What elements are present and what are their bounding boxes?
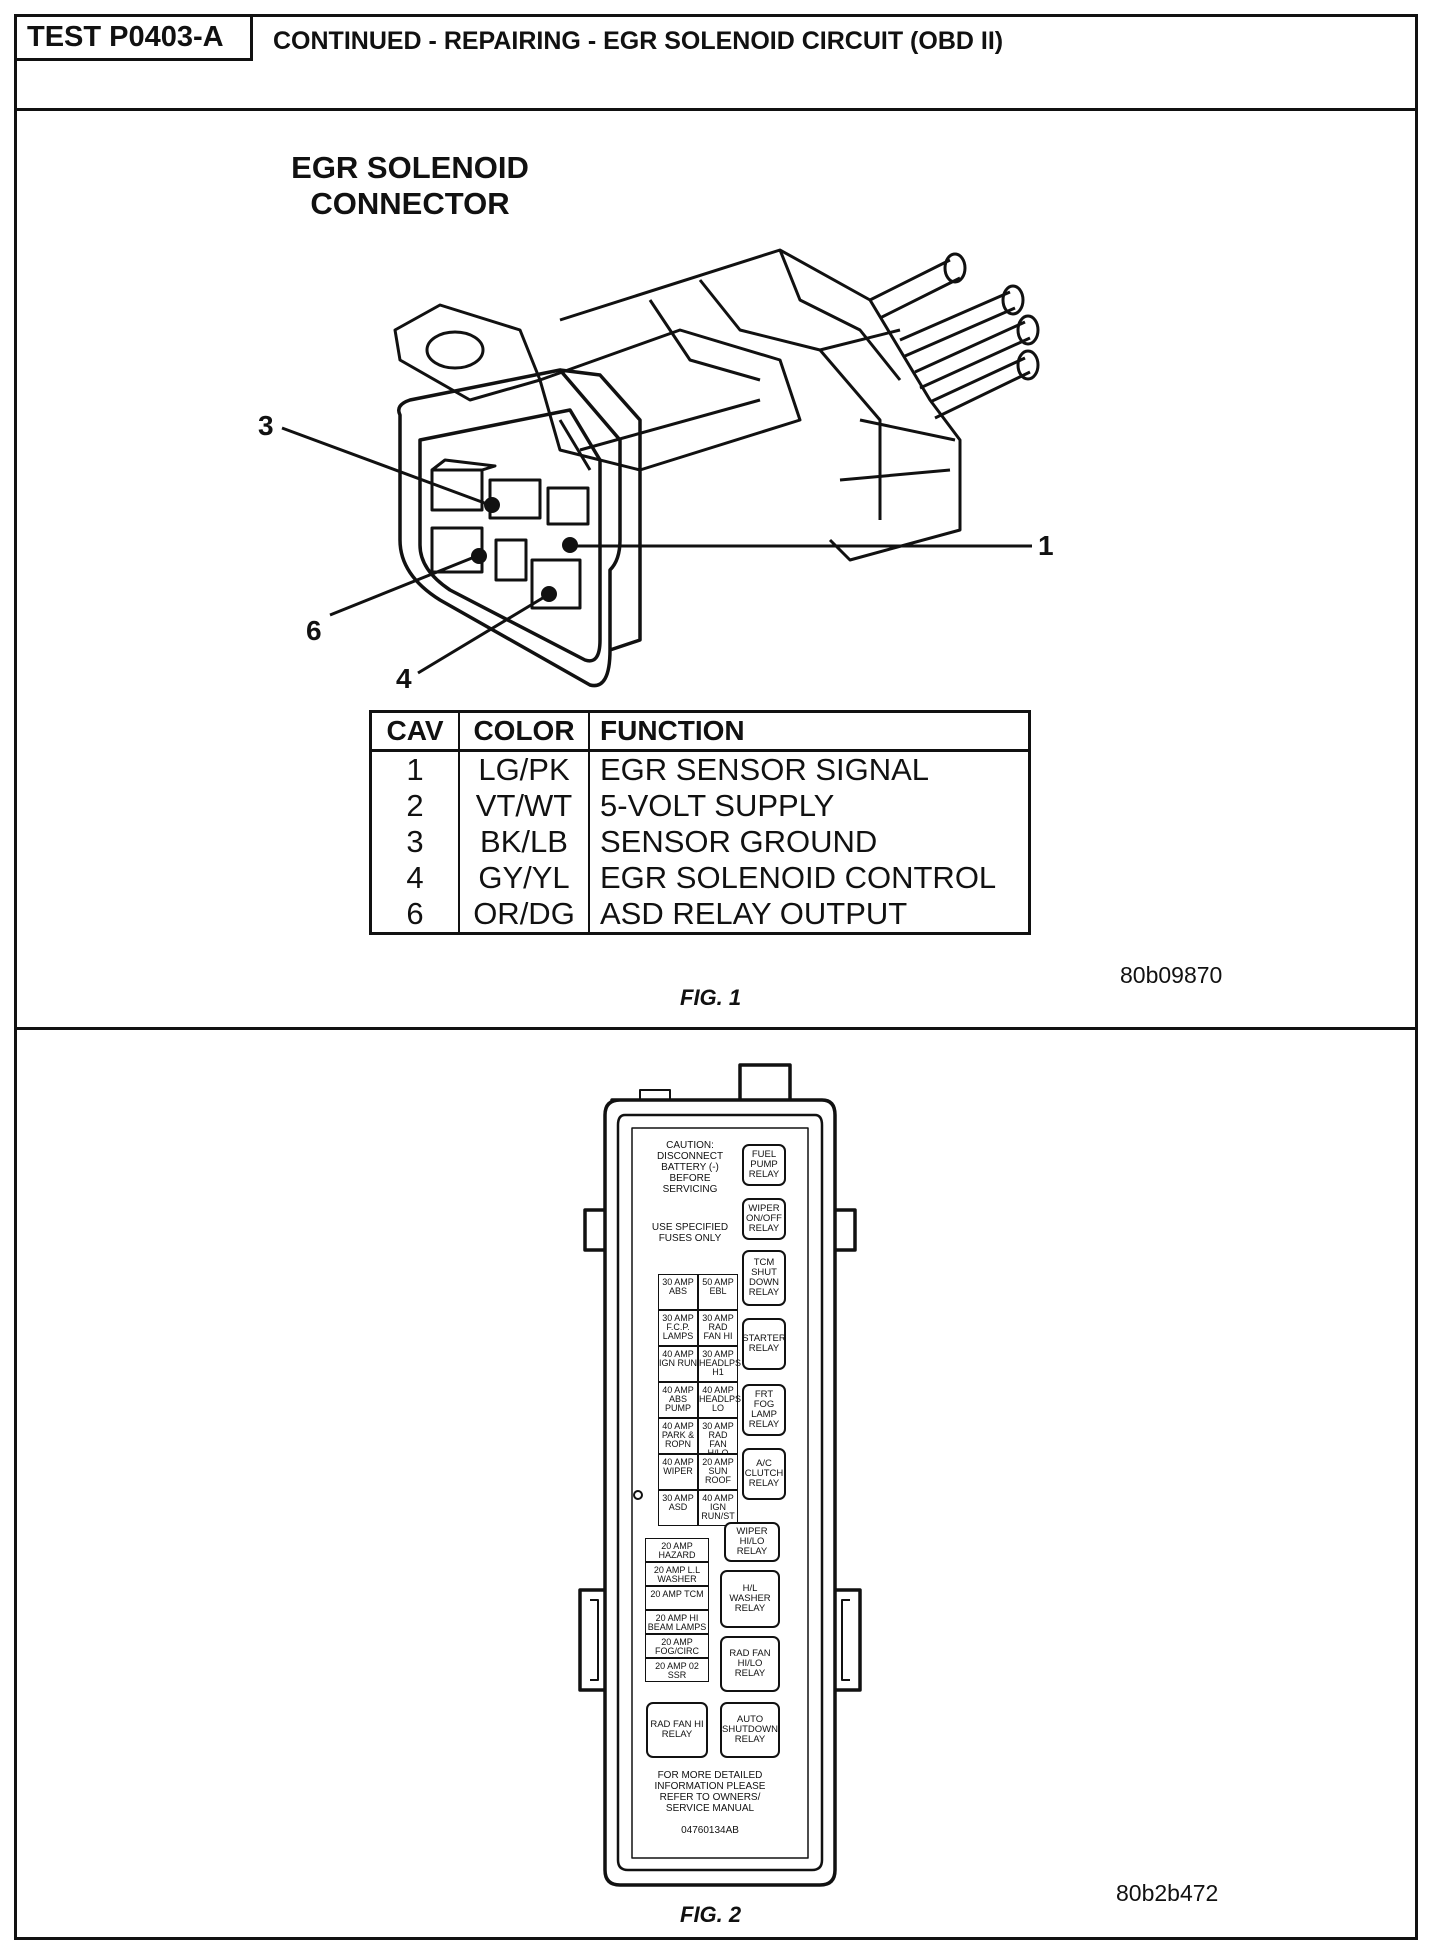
relay-auto-shutdown: AUTO SHUTDOWN RELAY (720, 1702, 780, 1758)
function-cell: ASD RELAY OUTPUT (600, 896, 908, 931)
color-cell: OR/DG (459, 896, 590, 934)
cav-cell: 6 (370, 896, 460, 934)
fig1-caption: FIG. 1 (680, 985, 742, 1010)
cav-cell: 2 (370, 788, 460, 824)
connector-latch (538, 328, 802, 472)
color-cell: LG/PK (459, 750, 590, 788)
panel-divider (17, 1027, 1415, 1030)
header-function: FUNCTION (589, 711, 1030, 752)
fuse-40-amp-wiper: 40 AMP WIPER (658, 1454, 698, 1490)
fuse-20-amp-ll-washer: 20 AMP L.L WASHER (645, 1562, 709, 1586)
fuse-30-amp-fcp-lamps: 30 AMP F.C.P. LAMPS (658, 1310, 698, 1346)
color-cell: VT/WT (459, 788, 590, 824)
caution-text: CAUTION: DISCONNECT BATTERY (-) BEFORE S… (656, 1140, 724, 1195)
fuse-40-amp-park-ropn: 40 AMP PARK & ROPN (658, 1418, 698, 1454)
pin-callout-3: 3 (258, 410, 274, 441)
fuse-30-amp-rad-fan-hlo: 30 AMP RAD FAN H/LO (698, 1418, 738, 1458)
cav-cell: 3 (370, 824, 460, 860)
relay-starter: STARTER RELAY (742, 1318, 786, 1370)
table-row: 4 GY/YL EGR SOLENOID CONTROL (370, 860, 1030, 896)
pin-function-table: CAV COLOR FUNCTION 1 LG/PK EGR SENSOR SI… (369, 710, 1031, 935)
fuse-20-amp-tcm: 20 AMP TCM (645, 1586, 709, 1610)
table-header-row: CAV COLOR FUNCTION (370, 711, 1030, 752)
fuse-30-amp-rad-fan-hi: 30 AMP RAD FAN HI (698, 1310, 738, 1346)
connector-rear-housing (559, 248, 962, 562)
header-cav: CAV (370, 711, 460, 752)
table-row: 1 LG/PK EGR SENSOR SIGNAL (370, 750, 1030, 788)
fig2-ref-code: 80b2b472 (1116, 1880, 1219, 1906)
fuse-40-amp-ign-run: 40 AMP IGN RUN (658, 1346, 698, 1382)
table-row: 2 VT/WT 5-VOLT SUPPLY (370, 788, 1030, 824)
connector-wires (869, 252, 1040, 420)
fuse-20-amp-fog-circ: 20 AMP FOG/CIRC (645, 1634, 709, 1658)
fuse-30-amp-abs: 30 AMP ABS (658, 1274, 698, 1310)
test-id: TEST P0403-A (17, 17, 253, 61)
fig1-ref-code: 80b09870 (1120, 962, 1223, 988)
connector-title: EGR SOLENOID CONNECTOR (260, 150, 560, 222)
fuse-50-amp-ebl: 50 AMP EBL (698, 1274, 738, 1310)
fuse-20-amp-02-ssr: 20 AMP 02 SSR (645, 1658, 709, 1682)
relay-wiper-on-off: WIPER ON/OFF RELAY (742, 1198, 786, 1240)
header-row: TEST P0403-A CONTINUED - REPAIRING - EGR… (17, 17, 1415, 111)
fuse-30-amp-asd: 30 AMP ASD (658, 1490, 698, 1526)
connector-cavities (430, 458, 590, 610)
fuse-30-amp-headlps-h1: 30 AMP HEADLPS H1 (698, 1346, 741, 1382)
header-title: CONTINUED - REPAIRING - EGR SOLENOID CIR… (273, 27, 1004, 55)
header-color: COLOR (459, 711, 590, 752)
use-fuses-text: USE SPECIFIED FUSES ONLY (651, 1222, 729, 1244)
relay-hl-washer: H/L WASHER RELAY (720, 1570, 780, 1628)
fuse-40-amp-abs-pump: 40 AMP ABS PUMP (658, 1382, 698, 1418)
pin-leader-lines (281, 426, 1032, 675)
page-frame: TEST P0403-A CONTINUED - REPAIRING - EGR… (14, 14, 1418, 1940)
relay-rad-fan-hi-lo: RAD FAN HI/LO RELAY (720, 1636, 780, 1692)
relay-rad-fan-hi: RAD FAN HI RELAY (646, 1702, 708, 1758)
cav-cell: 4 (370, 860, 460, 896)
color-cell: BK/LB (459, 824, 590, 860)
fuse-20-amp-hi-beam-lamps: 20 AMP HI BEAM LAMPS (645, 1610, 709, 1634)
relay-ac-clutch: A/C CLUTCH RELAY (742, 1448, 786, 1500)
pin-callout-1: 1 (1038, 530, 1054, 561)
relay-wiper-hi-lo: WIPER HI/LO RELAY (724, 1522, 780, 1562)
connector-title-line1: EGR SOLENOID (291, 150, 529, 185)
table-row: 6 OR/DG ASD RELAY OUTPUT (370, 896, 1030, 934)
fuse-40-amp-ign-run-st: 40 AMP IGN RUN/ST (698, 1490, 738, 1526)
connector-title-line2: CONNECTOR (310, 186, 510, 221)
fig2-caption: FIG. 2 (680, 1902, 742, 1927)
fuse-40-amp-headlps-lo: 40 AMP HEADLPS LO (698, 1382, 741, 1418)
fuse-20-amp-hazard: 20 AMP HAZARD (645, 1538, 709, 1562)
fuse-20-amp-sun-roof: 20 AMP SUN ROOF (698, 1454, 738, 1490)
more-info-text: FOR MORE DETAILED INFORMATION PLEASE REF… (654, 1770, 766, 1814)
table-row: 3 BK/LB SENSOR GROUND (370, 824, 1030, 860)
function-cell: 5-VOLT SUPPLY (600, 788, 835, 823)
relay-fuel-pump: FUEL PUMP RELAY (742, 1144, 786, 1186)
color-cell: GY/YL (459, 860, 590, 896)
function-cell: EGR SOLENOID CONTROL (600, 860, 997, 895)
cav-cell: 1 (370, 750, 460, 788)
pin-callout-4: 4 (396, 663, 412, 694)
pin-dots (471, 497, 578, 602)
pin-callout-6: 6 (306, 615, 322, 646)
function-cell: EGR SENSOR SIGNAL (600, 752, 930, 787)
mounting-tab (393, 303, 542, 402)
part-number: 04760134AB (681, 1825, 739, 1836)
relay-frt-fog-lamp: FRT FOG LAMP RELAY (742, 1384, 786, 1436)
fuse-box-outline (578, 1063, 862, 1887)
function-cell: SENSOR GROUND (600, 824, 878, 859)
relay-tcm-shut-down: TCM SHUT DOWN RELAY (742, 1250, 786, 1306)
